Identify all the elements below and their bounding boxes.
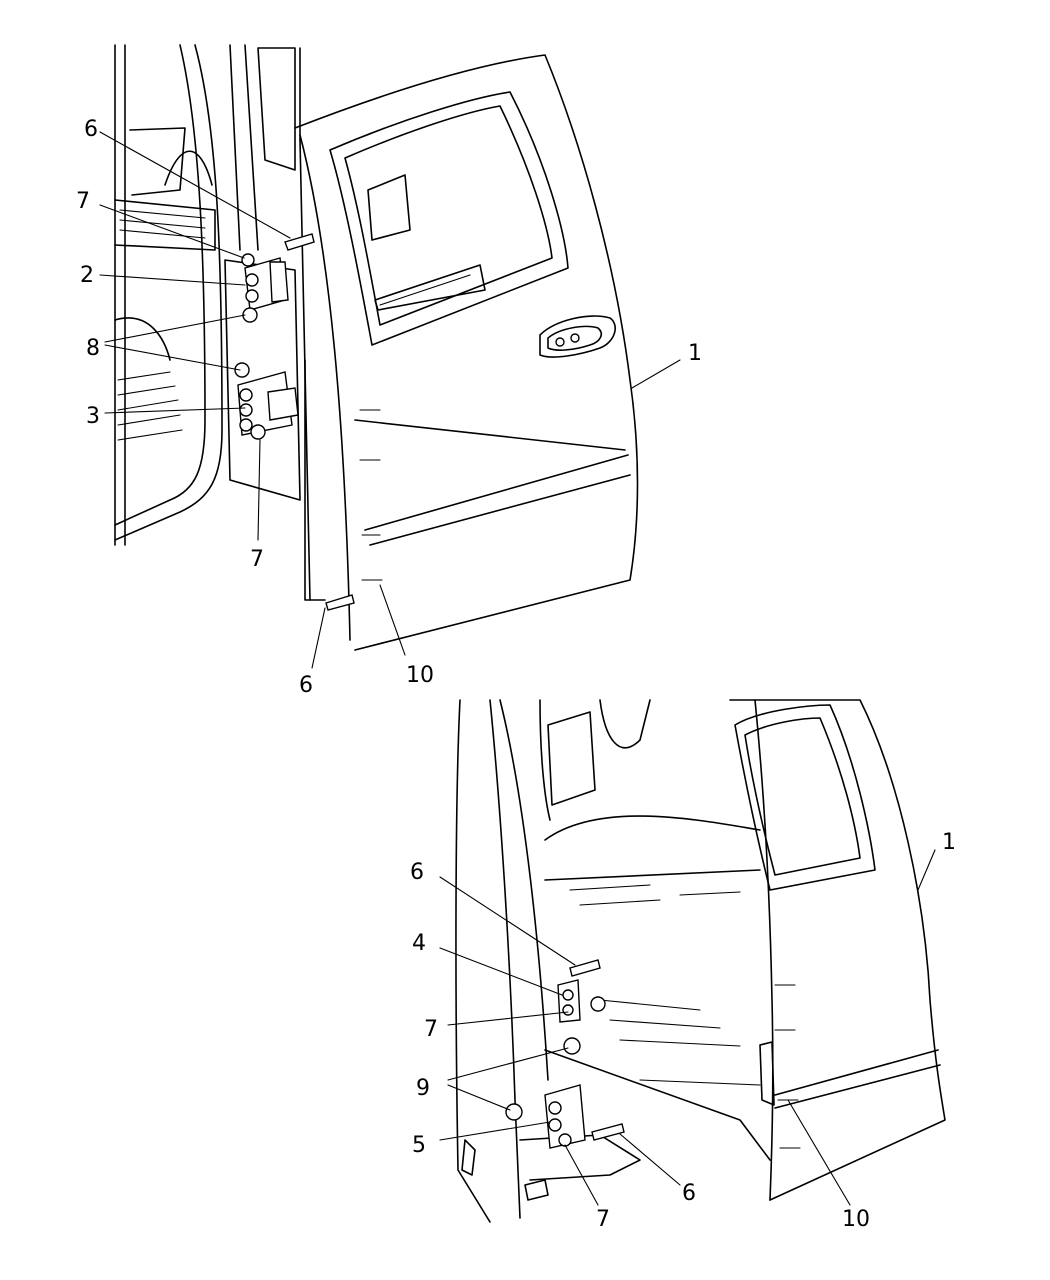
callout-6-top-upper: 6: [84, 117, 98, 142]
front-door-panel: [294, 54, 639, 651]
callout-6-bottom-lower: 6: [682, 1181, 696, 1206]
callout-7-top-lower: 7: [250, 547, 264, 572]
callout-7-top-upper: 7: [76, 189, 90, 214]
bolts-bottom: [505, 959, 625, 1141]
callout-6-top-lower: 6: [299, 673, 313, 698]
callout-5-bottom: 5: [412, 1133, 426, 1158]
callout-1-top: 1: [688, 341, 702, 366]
callout-9-bottom: 9: [416, 1076, 430, 1101]
callout-3-top: 3: [86, 404, 100, 429]
bolts-top: [234, 233, 355, 611]
cab-body-top: [114, 44, 326, 601]
cab-body-bottom: [455, 699, 771, 1223]
callout-10-top: 10: [406, 663, 434, 688]
top-view: 1 6 7 2 8 3 7 6 10: [76, 44, 702, 698]
callout-6-bottom-upper: 6: [410, 860, 424, 885]
callout-4-bottom: 4: [412, 931, 426, 956]
leaders-bottom: [439, 849, 936, 1206]
callout-7-bottom-upper: 7: [424, 1017, 438, 1042]
upper-hinge-2: [244, 257, 289, 311]
lower-hinge-5: [544, 1084, 586, 1149]
callout-2-top: 2: [80, 263, 94, 288]
callout-10-bottom: 10: [842, 1207, 870, 1232]
bottom-view: 1 6 4 7 9 5 7 6 10: [410, 699, 956, 1232]
leaders-top: [99, 131, 681, 669]
lower-hinge-3: [237, 371, 299, 436]
callout-1-bottom: 1: [942, 830, 956, 855]
callout-8-top: 8: [86, 336, 100, 361]
rear-door-panel: [729, 699, 946, 1201]
callout-7-bottom-lower: 7: [596, 1207, 610, 1232]
upper-hinge-4: [557, 979, 581, 1023]
